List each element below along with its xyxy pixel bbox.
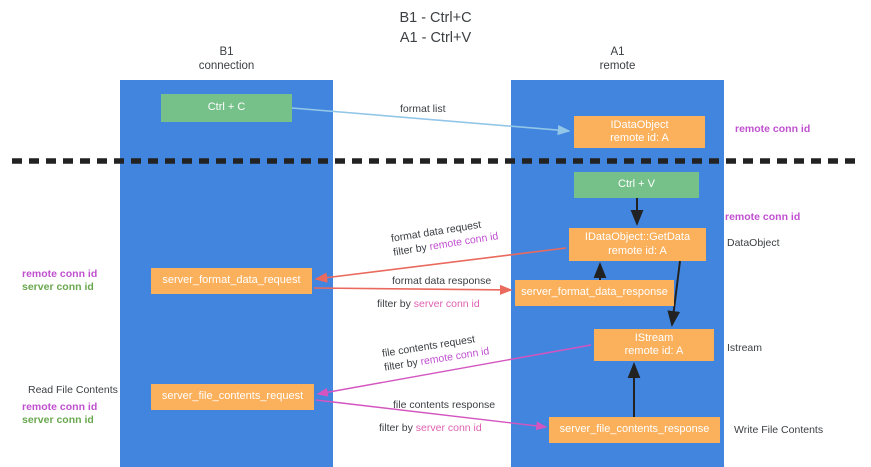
node-idataobject-label: IDataObject — [610, 118, 669, 131]
node-server-file-contents-response-label: server_file_contents_response — [559, 423, 710, 436]
annotation-left-server-conn-id-mid: server conn id — [22, 281, 94, 293]
page-title-line1: B1 - Ctrl+C — [399, 10, 472, 26]
node-istream[interactable]: IStream remote id: A — [594, 329, 714, 361]
page-title-line2: A1 - Ctrl+V — [399, 30, 472, 46]
column-header-a1-name: A1 — [610, 46, 625, 58]
node-server-file-contents-request-label: server_file_contents_request — [161, 390, 304, 403]
filter-prefix: filter by — [377, 298, 414, 310]
node-ctrl-c[interactable]: Ctrl + C — [161, 94, 292, 122]
node-server-format-data-response[interactable]: server_format_data_response — [515, 280, 674, 306]
annotation-write-file-contents: Write File Contents — [734, 424, 824, 436]
edge-label-file-contents-request: file contents request filter by remote c… — [381, 330, 490, 374]
filter-key-server-conn-id: server conn id — [415, 422, 482, 434]
node-server-format-data-request[interactable]: server_format_data_request — [151, 268, 312, 294]
node-server-format-data-response-label: server_format_data_response — [521, 286, 668, 299]
node-server-file-contents-request[interactable]: server_file_contents_request — [151, 384, 314, 410]
edge-label-format-data-request: format data request filter by remote con… — [390, 215, 499, 259]
node-idataobject[interactable]: IDataObject remote id: A — [574, 116, 705, 148]
node-ctrl-v-label: Ctrl + V — [618, 178, 655, 191]
page-title: B1 - Ctrl+C A1 - Ctrl+V — [0, 8, 871, 48]
annotation-istream: Istream — [727, 342, 763, 354]
column-header-b1-name: B1 — [219, 46, 234, 58]
column-header-b1: B1 connection — [120, 46, 333, 73]
node-server-file-contents-response[interactable]: server_file_contents_response — [549, 417, 720, 443]
edge-label-file-contents-response: file contents response — [393, 399, 496, 411]
node-server-format-data-request-label: server_format_data_request — [162, 274, 301, 287]
filter-prefix: filter by — [379, 422, 416, 434]
annotation-read-file-contents: Read File Contents — [28, 384, 118, 396]
edge-label-format-data-response-filter: filter by server conn id — [377, 298, 480, 311]
annotation-dataobject: DataObject — [727, 237, 780, 249]
column-header-b1-role: connection — [198, 59, 255, 72]
node-ctrl-v[interactable]: Ctrl + V — [574, 172, 699, 198]
node-idataobject-getdata-sublabel: remote id: A — [608, 244, 667, 257]
node-ctrl-c-label: Ctrl + C — [207, 101, 246, 114]
filter-key-server-conn-id: server conn id — [413, 298, 480, 310]
node-istream-label: IStream — [634, 331, 674, 344]
node-istream-sublabel: remote id: A — [624, 345, 684, 357]
annotation-remote-conn-id-top: remote conn id — [735, 123, 811, 135]
node-idataobject-getdata-label: IDataObject::GetData — [584, 231, 691, 243]
node-idataobject-getdata[interactable]: IDataObject::GetData remote id: A — [569, 228, 706, 261]
column-header-a1-role: remote — [599, 59, 636, 72]
edge-label-format-data-response: format data response — [392, 275, 492, 287]
column-header-a1: A1 remote — [511, 46, 724, 73]
edge-label-file-contents-response-filter: filter by server conn id — [379, 422, 482, 435]
edge-label-format-list: format list — [400, 103, 446, 115]
annotation-left-server-conn-id-bottom: server conn id — [22, 414, 94, 426]
annotation-remote-conn-id-mid: remote conn id — [725, 211, 801, 223]
annotation-left-remote-conn-id-mid: remote conn id — [22, 268, 98, 280]
annotation-left-remote-conn-id-bottom: remote conn id — [22, 401, 98, 413]
node-idataobject-sublabel: remote id: A — [610, 132, 669, 144]
